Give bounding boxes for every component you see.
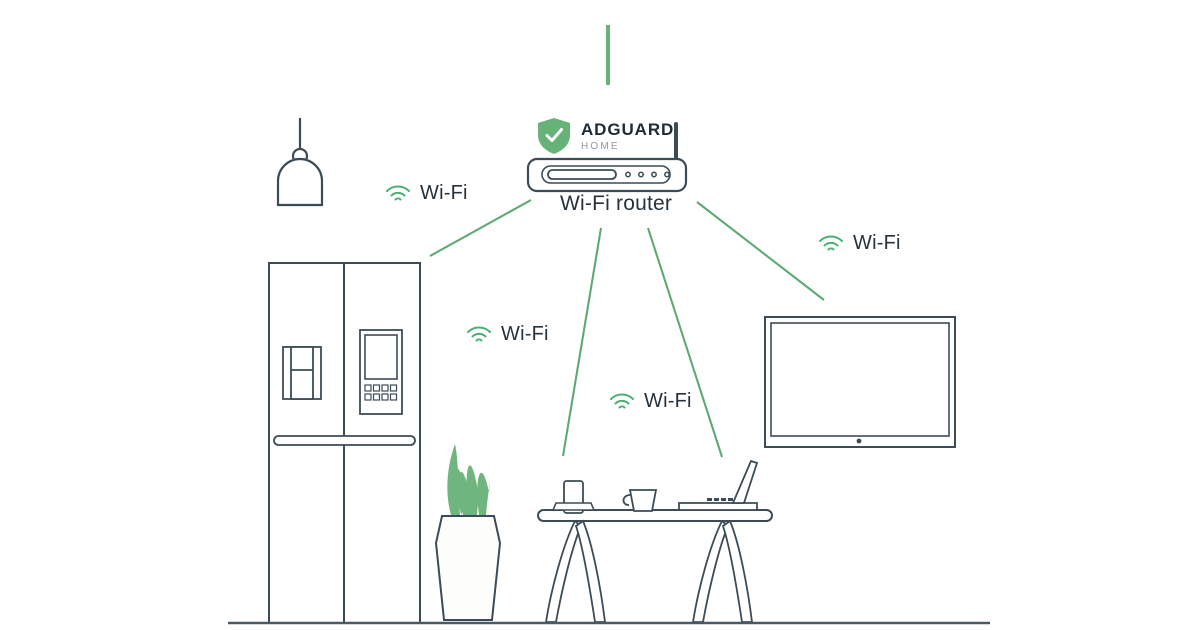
tv-screen [770,322,950,437]
laptop-screen [731,459,759,504]
mug-body [628,489,658,512]
wifi-icon [819,235,843,250]
pendant-lamp [276,118,324,207]
wifi-router[interactable] [526,122,688,193]
desk [537,509,773,623]
lamp-shade [276,157,324,207]
fridge-handle[interactable] [273,435,416,446]
adguard-home-logo: ADGUARD HOME [537,117,674,155]
plant-leaf [447,444,460,515]
panel-button[interactable] [381,393,389,401]
desk-leg-left [544,519,583,623]
brand-text-block: ADGUARD HOME [581,121,674,152]
smartphone[interactable] [551,480,596,514]
desk-top [537,509,773,522]
brand-subtitle: HOME [581,140,620,152]
keyboard-dot [728,498,733,501]
potted-plant [434,444,502,621]
smart-refrigerator[interactable] [268,262,421,624]
desk-leg-right [691,519,730,623]
wifi-icon [467,326,491,341]
link-to-phone [561,227,603,457]
laptop[interactable] [678,459,759,511]
plant-leaves [447,444,490,515]
wifi-connection-lines [429,199,825,458]
plant-pot [434,515,502,621]
wifi-label-phone: Wi-Fi [466,323,549,346]
router-vent-slot [547,169,617,180]
panel-button[interactable] [364,393,372,401]
wifi-label-laptop: Wi-Fi [609,390,692,413]
keyboard-dot [721,498,726,501]
panel-button[interactable] [372,384,381,392]
router-led [625,171,631,178]
plant-leaf [477,472,490,515]
panel-button[interactable] [389,384,398,392]
fridge-water-dispenser[interactable] [282,346,322,400]
wifi-label-tv: Wi-Fi [818,232,901,255]
tv-power-indicator [856,438,862,444]
desk-leg-left [574,519,607,623]
router-caption: Wi-Fi router [560,192,673,215]
coffee-mug[interactable] [622,489,658,512]
laptop-base [678,502,758,511]
panel-button[interactable] [381,384,389,392]
router-led [664,171,670,178]
mug-handle [622,494,631,506]
wifi-label-text: Wi-Fi [420,182,468,204]
panel-buttons[interactable] [364,384,398,401]
link-to-fridge [429,199,532,257]
wifi-label-text: Wi-Fi [644,390,692,412]
phone-dock [551,502,596,511]
router-led [651,171,657,178]
laptop-keyboard-dots [707,498,733,501]
panel-button[interactable] [364,384,372,392]
wifi-icon [610,393,634,408]
panel-screen [364,334,398,380]
desk-leg-right [721,519,754,623]
panel-button[interactable] [389,393,398,401]
wifi-label-fridge: Wi-Fi [385,182,468,205]
wifi-label-text: Wi-Fi [501,323,549,345]
fridge-control-panel[interactable] [359,329,403,415]
smart-tv[interactable] [764,316,956,448]
brand-name: ADGUARD [581,119,675,139]
link-to-tv [696,201,825,301]
shield-check-icon [538,118,570,154]
plant-leaf [466,469,477,514]
link-to-laptop [647,227,723,458]
wifi-label-text: Wi-Fi [853,232,901,254]
keyboard-dot [707,498,712,501]
panel-button[interactable] [372,393,381,401]
wifi-icon [386,185,410,200]
keyboard-dot [714,498,719,501]
router-led [638,171,644,178]
dispenser-recess [290,346,314,400]
router-indicator-panel [541,165,671,184]
